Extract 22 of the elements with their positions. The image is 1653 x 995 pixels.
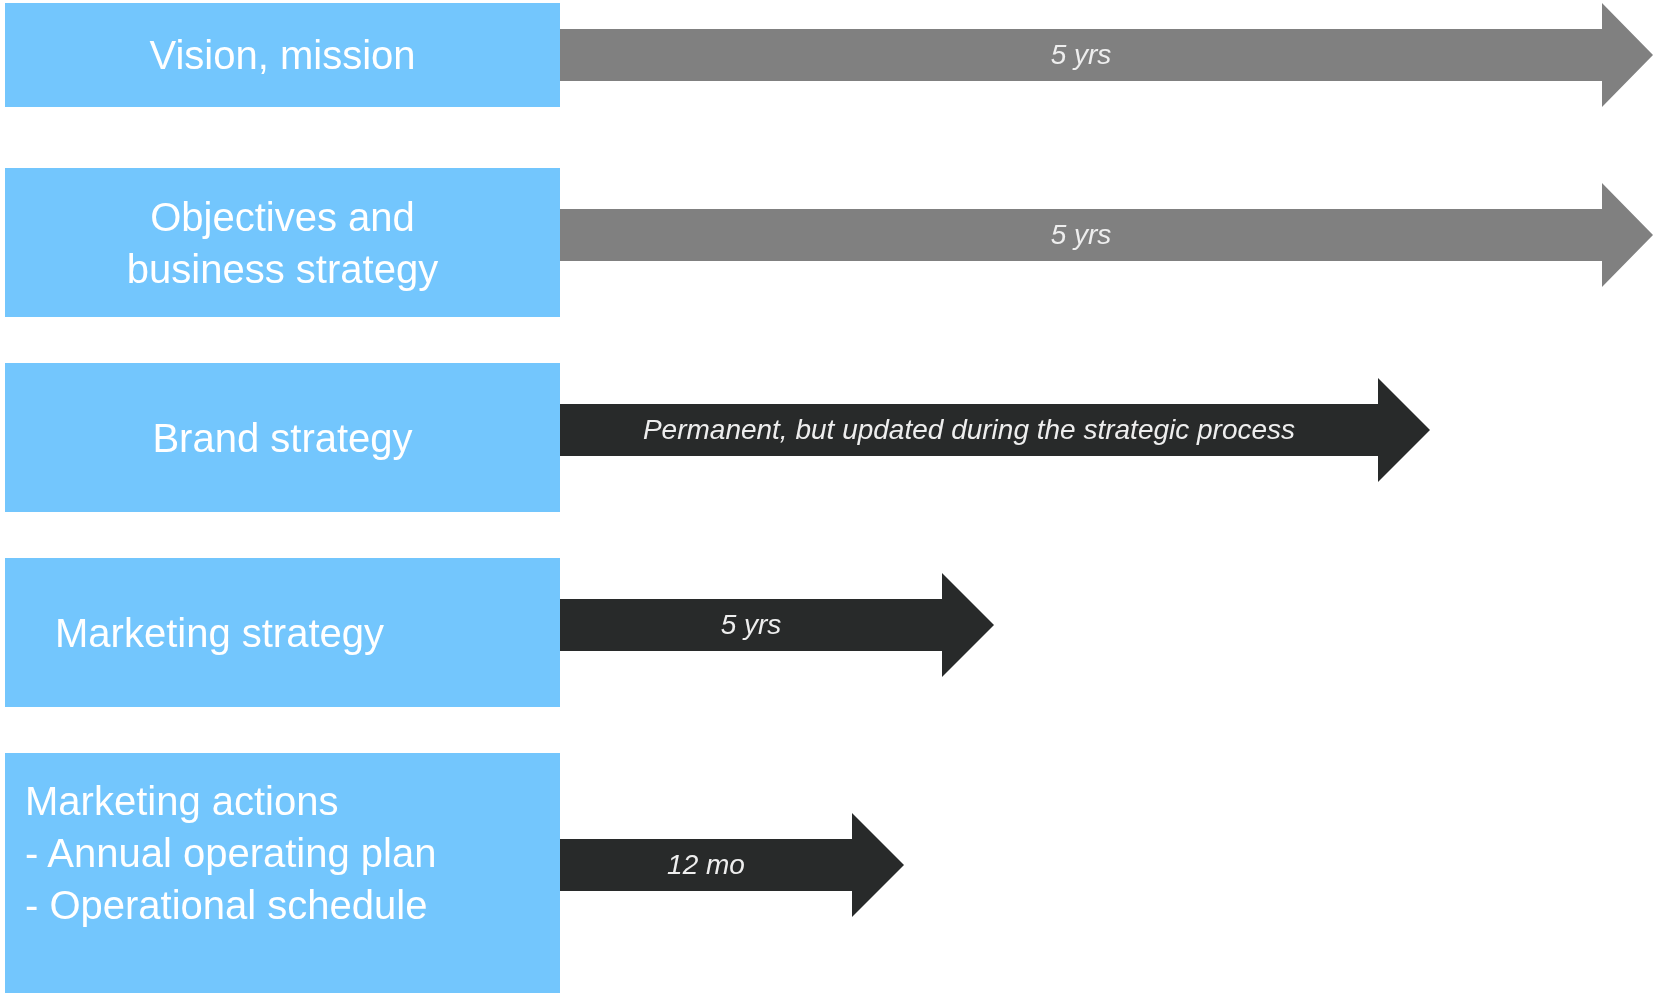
box-label: Objectives and business strategy (125, 193, 440, 293)
box-label: Marketing strategy (55, 609, 385, 657)
block-arrow (560, 573, 994, 677)
block-arrow (560, 3, 1653, 107)
box-label: Vision, mission (149, 32, 416, 79)
box-label: Marketing actions (25, 778, 339, 825)
edge-label: Permanent, but updated during the strategic process (642, 414, 1296, 446)
process-box (5, 363, 560, 512)
process-box (5, 558, 560, 707)
edge-label: 5 yrs (720, 609, 782, 641)
block-arrow (560, 183, 1653, 287)
process-box (5, 753, 560, 993)
edge-label: 5 yrs (1050, 219, 1112, 251)
box-label: - Operational schedule (25, 882, 428, 929)
process-box (5, 3, 560, 107)
process-box (5, 168, 560, 317)
block-arrow (560, 378, 1430, 482)
edge-label: 5 yrs (1050, 39, 1112, 71)
edge-label: 12 mo (667, 849, 745, 881)
block-arrow (560, 813, 904, 917)
box-label: - Annual operating plan (25, 830, 437, 877)
box-label: Brand strategy (152, 414, 413, 462)
